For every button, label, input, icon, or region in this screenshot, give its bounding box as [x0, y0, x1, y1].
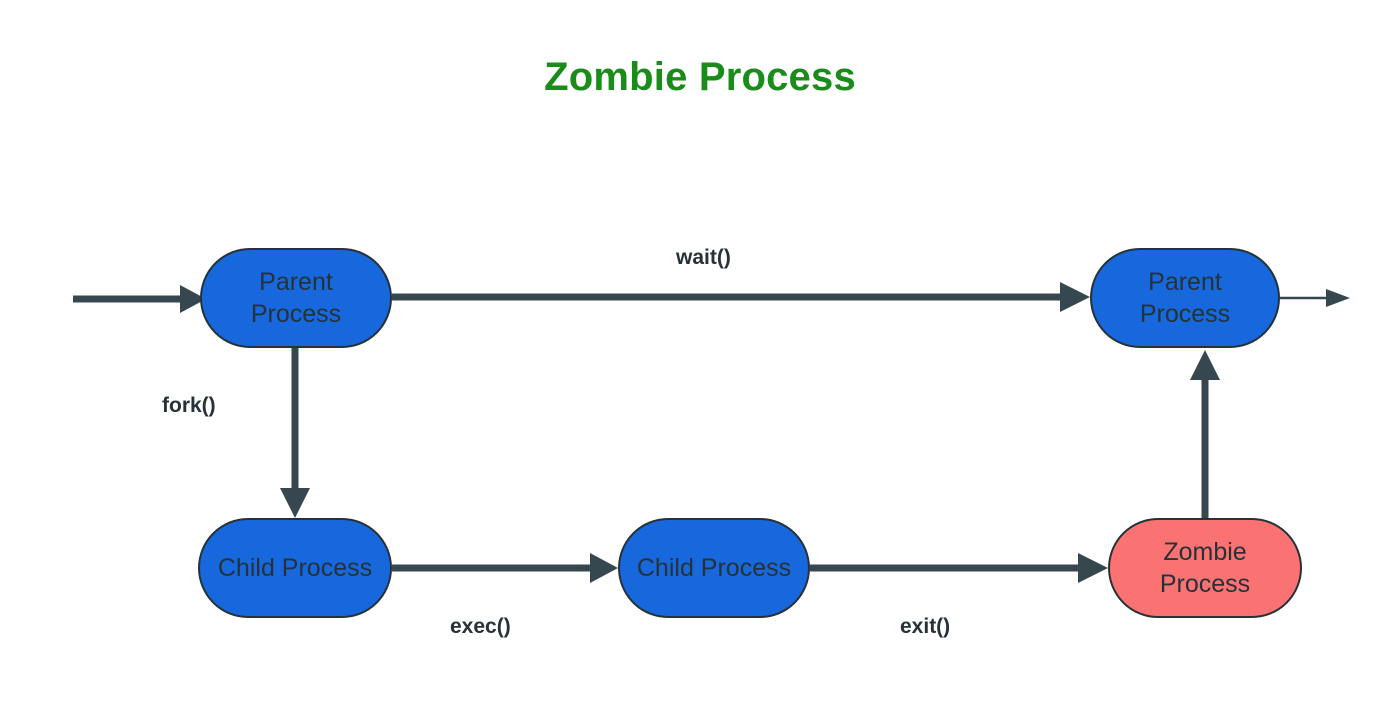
edge-continue-arrow: [1280, 289, 1350, 307]
edge-exec: [392, 553, 618, 583]
edge-exit: [810, 553, 1108, 583]
node-child-process-exec[interactable]: Child Process: [618, 518, 810, 618]
node-parent-process-end[interactable]: Parent Process: [1090, 248, 1280, 348]
node-label: Parent Process: [250, 268, 342, 328]
edge-reap: [1190, 350, 1220, 518]
node-zombie-process[interactable]: Zombie Process: [1108, 518, 1302, 618]
node-parent-process-start[interactable]: Parent Process: [200, 248, 392, 348]
node-label: Parent Process: [1139, 268, 1231, 328]
edge-wait: [392, 282, 1090, 312]
edge-label-exec: exec(): [450, 615, 511, 638]
edge-entry-arrow: [73, 285, 206, 313]
edge-label-exit: exit(): [900, 615, 951, 638]
edge-fork: [280, 348, 310, 518]
node-child-process-forked[interactable]: Child Process: [198, 518, 392, 618]
node-label: Child Process: [217, 554, 373, 582]
node-label: Zombie Process: [1159, 538, 1251, 598]
page-title: Zombie Process: [544, 55, 856, 99]
edge-label-fork: fork(): [162, 394, 216, 417]
edge-label-wait: wait(): [676, 246, 731, 269]
node-label: Child Process: [636, 554, 792, 582]
